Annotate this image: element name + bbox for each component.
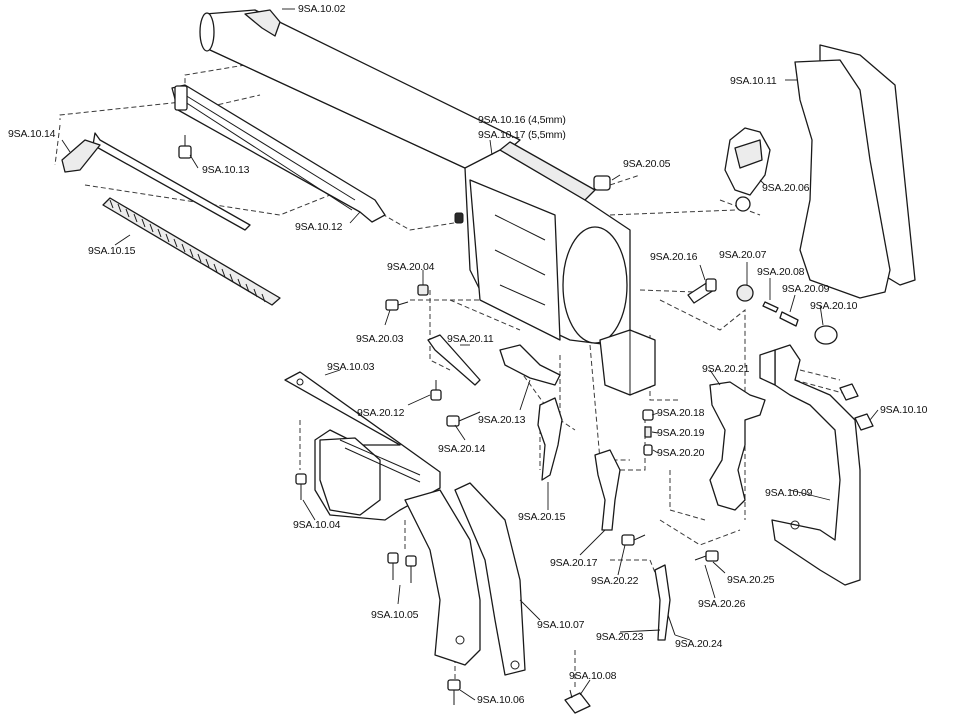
screw-1006-part — [447, 679, 461, 705]
hammer-part — [724, 127, 771, 212]
label-barrel: 9SA.10.02 — [298, 3, 346, 15]
loading-gate-part — [654, 564, 671, 641]
pin-2025-part — [694, 550, 719, 562]
label-loading-gate-spring: 9SA.20.24 — [675, 638, 723, 650]
label-trigger-spring: 9SA.20.11 — [447, 333, 494, 345]
firing-pin-part — [779, 311, 799, 327]
screw-2014-part — [446, 411, 481, 427]
label-pin-2022: 9SA.20.22 — [591, 575, 639, 587]
label-screw-1006: 9SA.10.06 — [477, 694, 525, 706]
label-pin-2026: 9SA.20.26 — [698, 598, 746, 610]
label-hammer: 9SA.20.06 — [762, 182, 810, 194]
loading-gate-spring-part — [667, 614, 676, 636]
hammer-screw-part — [687, 278, 717, 304]
hammer-roll-part — [736, 284, 754, 302]
grip-frame-screw-part — [564, 689, 591, 714]
pin-2020-part — [643, 444, 653, 456]
label-screw-2014: 9SA.20.14 — [438, 443, 486, 455]
label-base-pin-bushing: 9SA.20.05 — [623, 158, 671, 170]
label-screw-2012: 9SA.20.12 — [357, 407, 405, 419]
base-pin-bushing-part — [593, 175, 611, 191]
label-hand: 9SA.20.21 — [702, 363, 750, 375]
label-screw-2025: 9SA.20.25 — [727, 574, 775, 586]
label-ejector-tube: 9SA.10.12 — [295, 221, 343, 233]
label-ejector-tube-screw: 9SA.10.13 — [202, 164, 250, 176]
label-pin-2019: 9SA.20.19 — [657, 427, 705, 439]
firing-pin-bushing-part — [814, 325, 838, 345]
label-grip-screws: 9SA.10.10 — [880, 404, 928, 416]
label-firing-pin-bushing: 9SA.20.10 — [810, 300, 858, 312]
label-loading-gate: 9SA.20.23 — [596, 631, 644, 643]
ejector-rod — [61, 132, 251, 231]
frontstrap-07-part — [454, 482, 526, 676]
label-base-pin-spring: 9SA.20.04 — [387, 261, 435, 273]
barrel — [199, 9, 521, 176]
label-roll-pin: 9SA.20.08 — [757, 266, 805, 278]
label-frame-size-a: 9SA.10.16 (4,5mm) — [478, 114, 566, 126]
label-guard-screw: 9SA.10.04 — [293, 519, 341, 531]
trigger-spring-part — [427, 334, 481, 386]
backstrap-part — [759, 344, 861, 586]
label-trigger: 9SA.20.15 — [518, 511, 566, 523]
label-ejector-head: 9SA.10.14 — [8, 128, 56, 140]
guard-screw-part — [295, 473, 307, 500]
grip-panels-part — [794, 44, 916, 299]
label-pin-2018: 9SA.20.18 — [657, 407, 705, 419]
base-pin-screw-part — [385, 299, 409, 311]
assembly-lines — [54, 64, 851, 690]
label-frame-size-b: 9SA.10.17 (5,5mm) — [478, 129, 566, 141]
label-hammer-screw: 9SA.20.16 — [650, 251, 698, 263]
label-frontstrap: 9SA.10.07 — [537, 619, 585, 631]
pin-2018-part — [642, 409, 654, 421]
frame-cylinder — [454, 141, 656, 396]
label-firing-pin: 9SA.20.09 — [782, 283, 830, 295]
label-bolt: 9SA.20.13 — [478, 414, 526, 426]
ejector-tube-screw-part — [178, 135, 192, 159]
grip-screws-part — [839, 383, 874, 431]
hand-part — [709, 381, 766, 511]
part-labels: 9SA.10.02 9SA.10.16 (4,5mm) 9SA.10.17 (5… — [8, 3, 928, 706]
bolt-part — [499, 344, 561, 386]
pin-2022-part — [621, 534, 646, 546]
hand-spring-part — [594, 449, 621, 531]
label-backstrap: 9SA.10.09 — [765, 487, 813, 499]
base-pin-spring-part — [417, 284, 429, 296]
roll-pin-part — [762, 301, 779, 313]
leader-lines — [61, 8, 879, 701]
label-trigger-guard: 9SA.10.03 — [327, 361, 375, 373]
ejector-spring-part — [102, 197, 281, 306]
pin-2019-part — [644, 426, 652, 438]
label-hammer-roll: 9SA.20.07 — [719, 249, 767, 261]
label-pin-2020: 9SA.20.20 — [657, 447, 705, 459]
screw-2012-part — [430, 380, 442, 401]
label-guard-screws: 9SA.10.05 — [371, 609, 419, 621]
label-grip-frame-screw: 9SA.10.08 — [569, 670, 617, 682]
trigger-part — [537, 397, 563, 481]
label-grip-panels: 9SA.10.11 — [730, 75, 777, 87]
guard-screws-part — [387, 552, 417, 583]
label-base-pin-screw: 9SA.20.03 — [356, 333, 404, 345]
trigger-guard-part — [284, 371, 441, 521]
label-ejector-spring: 9SA.10.15 — [88, 245, 136, 257]
frontstrap-part — [404, 489, 481, 666]
label-hand-spring: 9SA.20.17 — [550, 557, 598, 569]
ejector-housing — [171, 84, 386, 223]
